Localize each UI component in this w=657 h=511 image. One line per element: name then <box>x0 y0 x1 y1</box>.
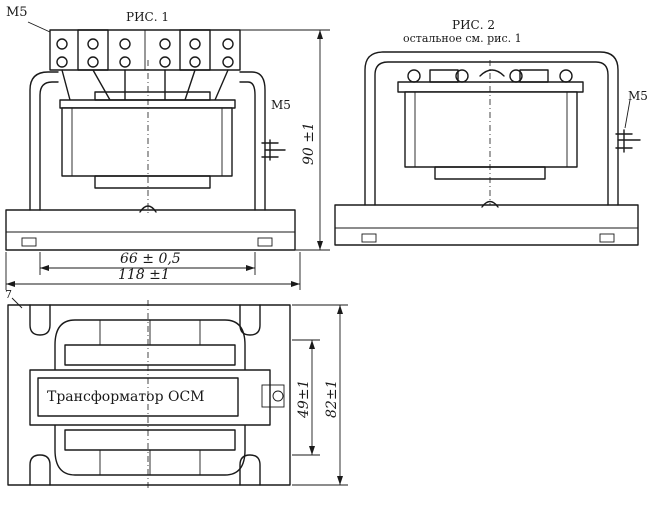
fig1-caption: РИС. 1 <box>126 10 169 24</box>
nameplate-text: Трансформатор ОСМ <box>47 389 205 405</box>
fig1-front-view <box>5 21 330 290</box>
fig1-dim-inner: 66 ± 0,5 <box>120 251 181 267</box>
fig2-front-view <box>334 51 641 246</box>
fig1-dim-height: 90 ±1 <box>301 122 317 165</box>
fig1-thread-top-label: M5 <box>6 5 28 20</box>
fig2-thread-side-label: M5 <box>628 89 648 103</box>
plan-dim-overall: 82±1 <box>324 379 340 418</box>
plan-dim-inner: 49±1 <box>296 379 312 418</box>
fig1-dim-overall: 118 ±1 <box>118 267 170 283</box>
fig2-caption: РИС. 2 <box>452 18 495 32</box>
plan-view <box>7 297 348 490</box>
plan-marker: 7 <box>5 288 12 301</box>
fig2-note: остальное см. рис. 1 <box>403 32 522 45</box>
fig1-thread-side-label: M5 <box>271 98 291 112</box>
